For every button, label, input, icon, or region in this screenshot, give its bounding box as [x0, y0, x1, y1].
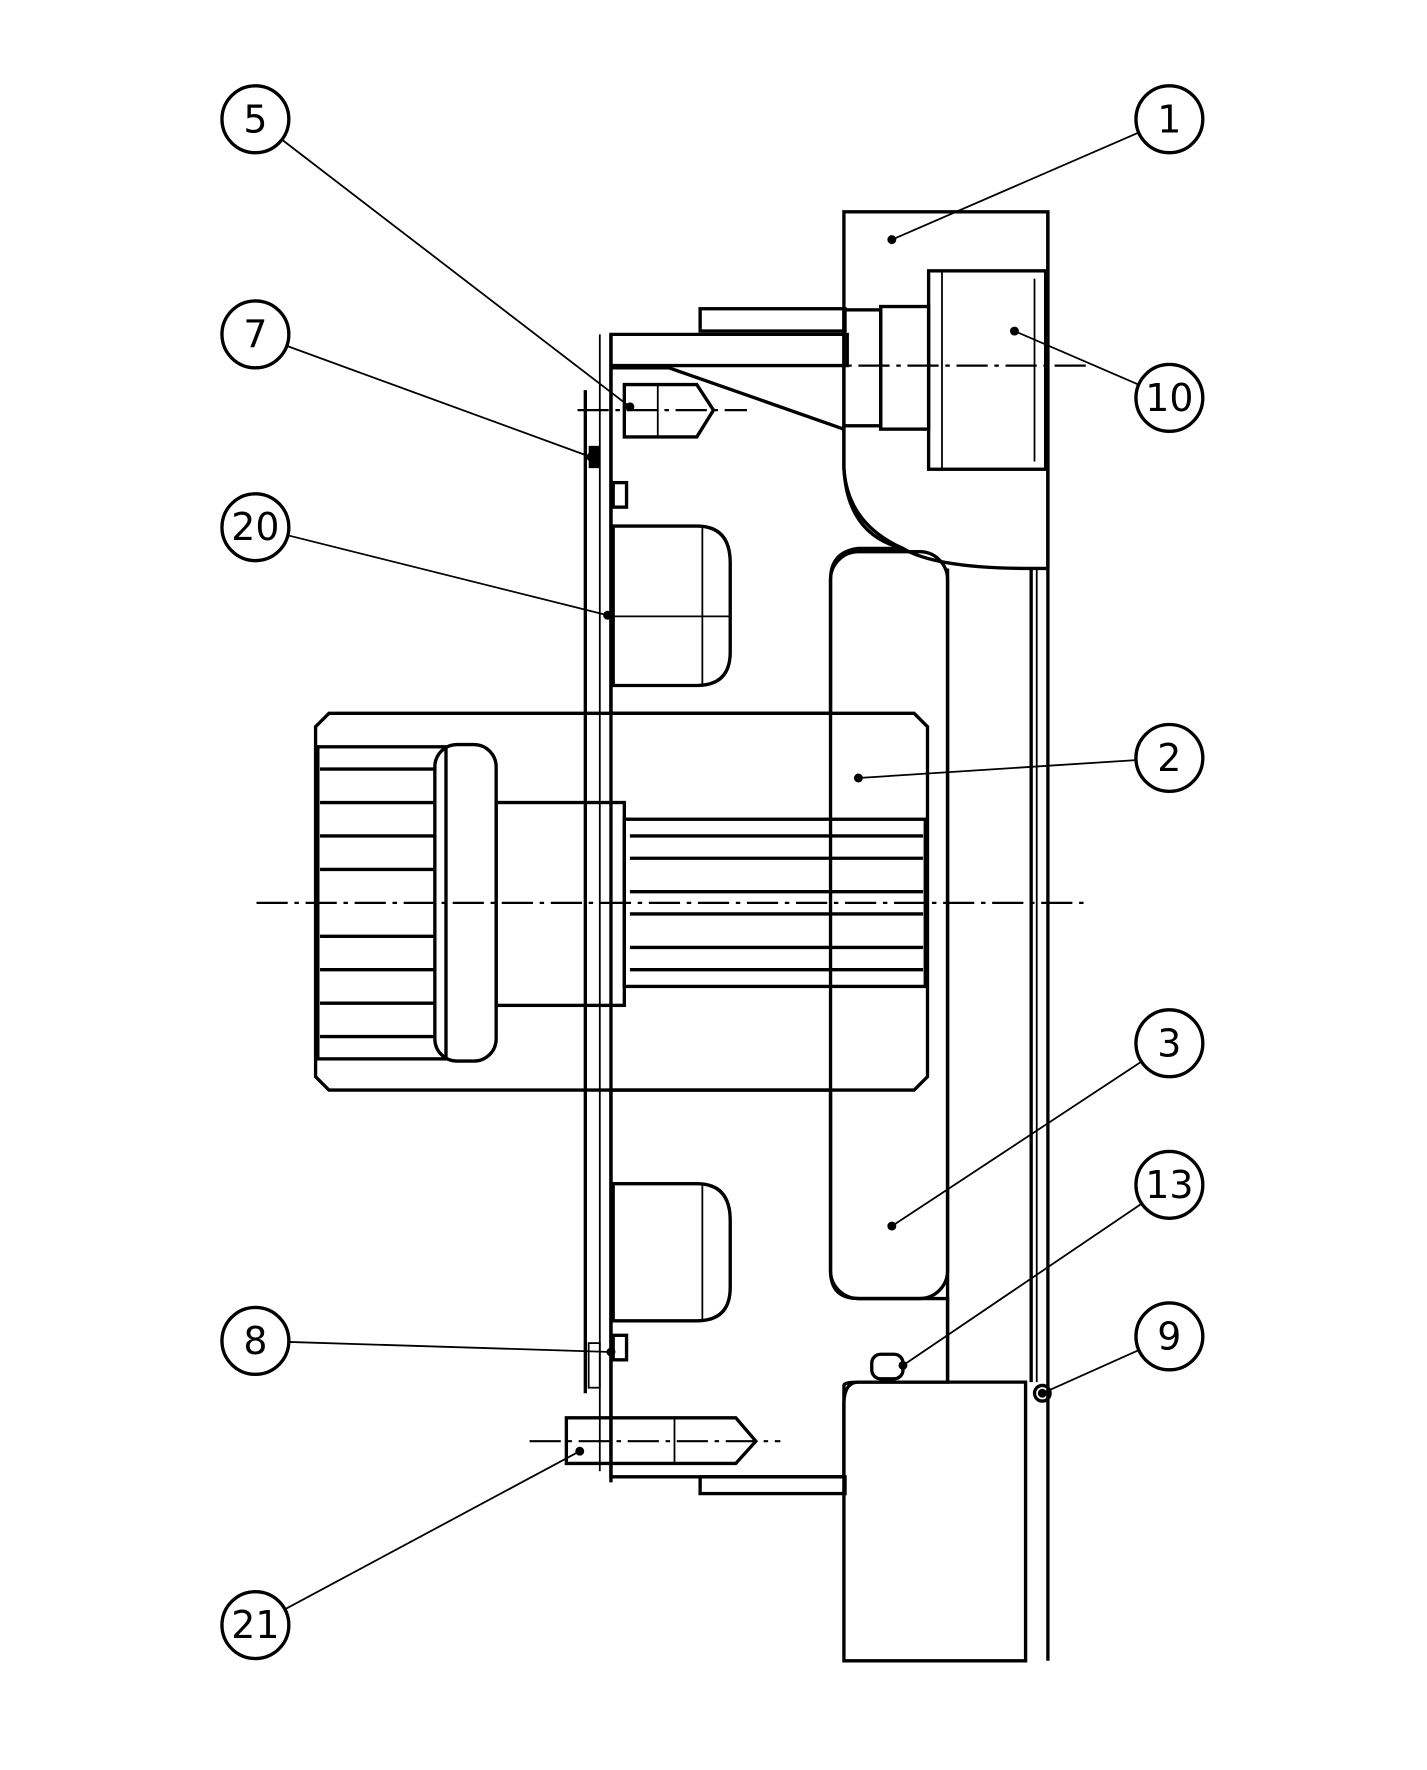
callout-circle [220, 492, 291, 563]
leader-line [287, 534, 608, 617]
leader-dot [603, 610, 613, 620]
callouts: 5 1 7 10 20 2 3 13 8 9 21 [220, 84, 1205, 1661]
leader-line [1041, 1349, 1140, 1395]
leader-dot [853, 773, 863, 783]
nut-part-10 [842, 269, 1048, 471]
callout-8: 8 [220, 1305, 616, 1376]
callout-circle [220, 1589, 291, 1661]
callout-1: 1 [887, 84, 1205, 245]
callout-circle [1134, 1008, 1205, 1079]
oring-part-13 [870, 1352, 905, 1381]
leader-line [1014, 330, 1140, 386]
seal-part-8 [611, 1333, 629, 1362]
callout-circle [1134, 362, 1205, 434]
leader-dot [586, 452, 596, 462]
leader-line [284, 1450, 581, 1611]
seal-part-8b [587, 1342, 601, 1389]
oring-part-9 [1032, 1383, 1052, 1403]
callout-circle [1134, 1149, 1205, 1220]
leader-dot [1037, 1388, 1047, 1398]
callout-label: 8 [243, 1319, 267, 1363]
leader-line [902, 1202, 1143, 1367]
callout-20: 20 [220, 492, 613, 620]
callout-label: 7 [243, 312, 267, 356]
callout-21: 21 [220, 1446, 585, 1661]
callout-9: 9 [1037, 1301, 1205, 1398]
hub-part-3 [583, 307, 950, 1496]
callout-label: 21 [231, 1603, 279, 1647]
callout-7: 7 [220, 299, 596, 462]
bolt-part-5 [577, 332, 1087, 439]
callout-2: 2 [853, 722, 1205, 794]
callout-label: 20 [231, 505, 279, 549]
callout-3: 3 [887, 1008, 1205, 1231]
callout-label: 9 [1157, 1314, 1181, 1358]
leader-dot [898, 1360, 908, 1370]
leader-dot [887, 235, 897, 245]
callout-circle [1134, 1301, 1205, 1372]
seals [587, 445, 1052, 1403]
callout-label: 3 [1157, 1021, 1181, 1065]
callout-label: 1 [1157, 97, 1181, 141]
callout-circle [1134, 722, 1205, 794]
leader-dot [887, 1221, 897, 1231]
seal-part-7b [611, 480, 629, 509]
callout-5: 5 [220, 84, 635, 412]
bolt-part-21 [529, 1416, 781, 1466]
callout-label: 5 [243, 97, 267, 141]
callout-10: 10 [1009, 326, 1205, 434]
callout-label: 2 [1157, 736, 1181, 780]
leader-line [286, 345, 592, 458]
callout-circle [220, 84, 291, 155]
callout-circle [220, 1305, 291, 1376]
leader-dot [575, 1446, 585, 1456]
leader-line [858, 759, 1137, 779]
callout-label: 13 [1145, 1163, 1193, 1207]
callout-circle [1134, 84, 1205, 155]
leader-line [891, 1060, 1142, 1227]
leader-dot [1009, 326, 1019, 336]
leader-dot [625, 402, 635, 412]
callout-circle [220, 299, 291, 370]
flange-part-1 [842, 210, 1050, 1663]
pocket-part-20 [611, 524, 732, 1323]
leader-line [288, 1341, 611, 1353]
callout-13: 13 [898, 1149, 1205, 1370]
leader-line [281, 138, 631, 408]
callout-label: 10 [1145, 376, 1193, 420]
leader-dot [606, 1347, 616, 1357]
leader-line [891, 131, 1140, 241]
